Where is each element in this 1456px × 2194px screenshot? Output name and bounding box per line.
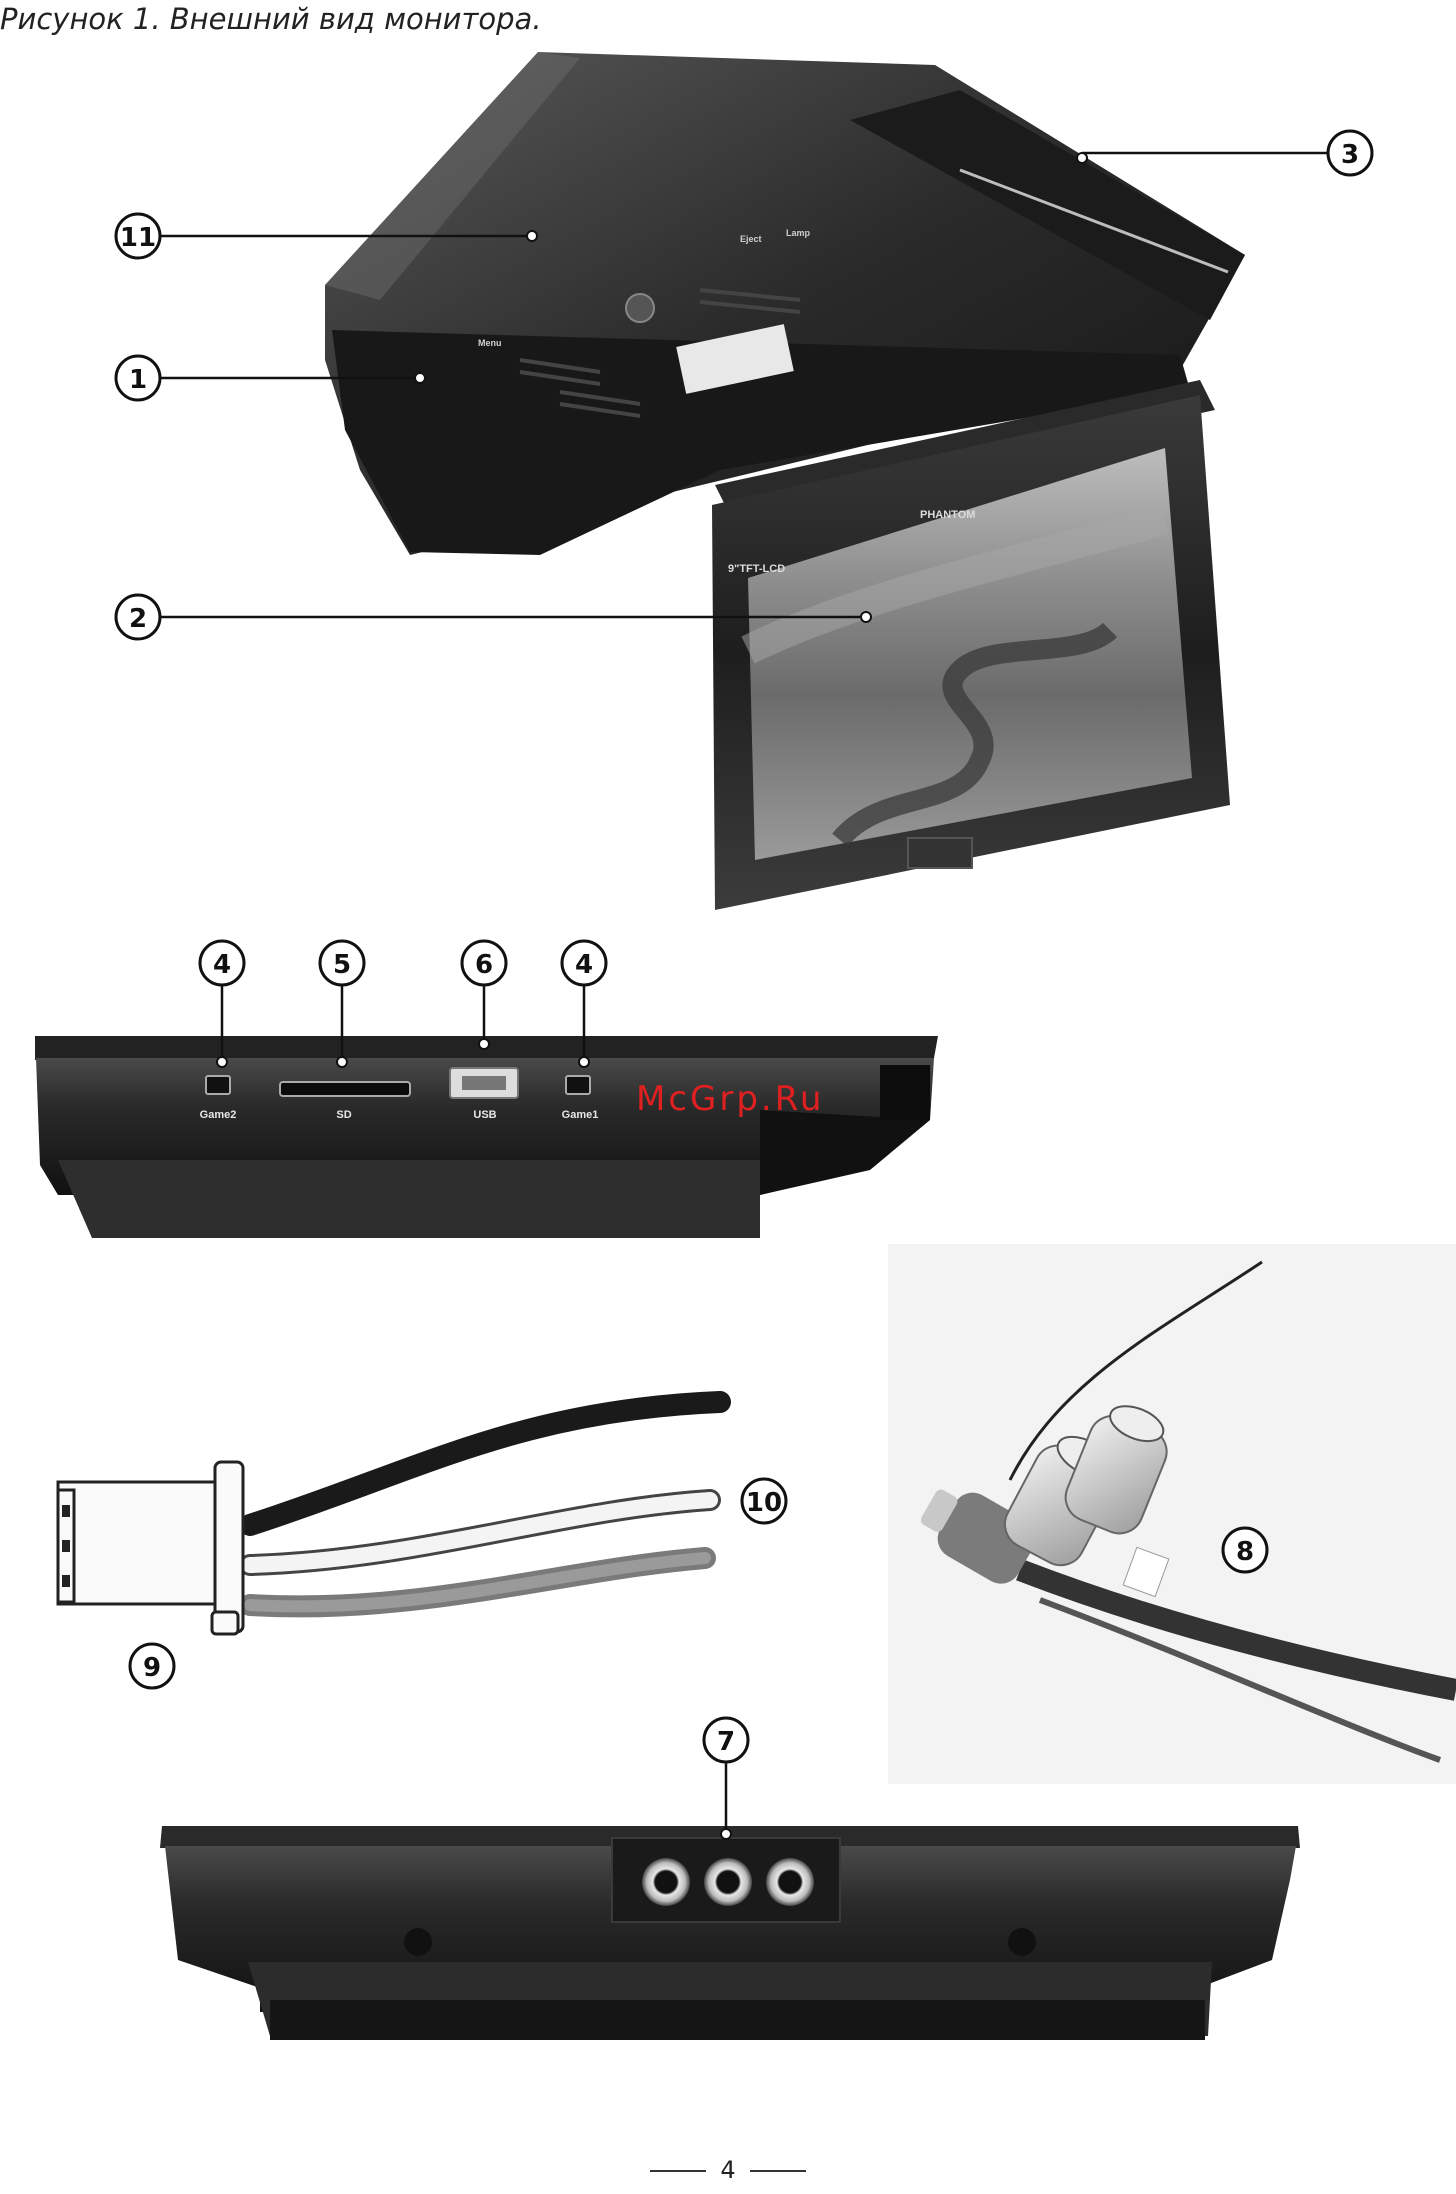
callout-6: 6: [462, 941, 506, 1049]
footer-dash-right: [750, 2170, 806, 2172]
callout-label-4b: 4: [575, 950, 593, 980]
port-label-game2: Game2: [200, 1109, 237, 1121]
rca-cable-photo: [888, 1244, 1456, 1784]
callout-8: 8: [1223, 1528, 1267, 1572]
brand-logo-text: PHANTOM: [920, 509, 975, 521]
callout-label-10: 10: [746, 1488, 782, 1518]
button-label-eject: Eject: [740, 234, 762, 244]
page-number: 4: [720, 2156, 735, 2184]
button-label-menu: Menu: [478, 338, 502, 348]
screen-size-label: 9"TFT-LCD: [728, 563, 785, 575]
callout-label-6: 6: [475, 950, 493, 980]
callout-label-4a: 4: [213, 950, 231, 980]
callout-label-5: 5: [333, 950, 351, 980]
button-label-lamp: Lamp: [786, 228, 811, 238]
callout-label-8: 8: [1236, 1537, 1254, 1567]
callout-7: 7: [704, 1718, 748, 1839]
callout-label-9: 9: [143, 1653, 161, 1683]
callout-label-2: 2: [129, 604, 147, 634]
callout-label-1: 1: [129, 365, 147, 395]
callout-3: 3: [1077, 131, 1372, 175]
port-label-sd: SD: [336, 1109, 351, 1121]
port-label-game1: Game1: [562, 1109, 599, 1121]
callout-9: 9: [130, 1644, 174, 1688]
callout-10: 10: [742, 1479, 786, 1523]
callout-label-11: 11: [120, 223, 156, 253]
power-connector-figure: [58, 1402, 720, 1634]
callout-label-3: 3: [1341, 140, 1359, 170]
footer-dash-left: [650, 2170, 706, 2172]
watermark-text: McGrp.Ru: [636, 1079, 824, 1119]
port-label-usb: USB: [473, 1109, 496, 1121]
monitor-side-view: Game2 SD USB Game1 McGrp.Ru: [35, 1036, 938, 1238]
monitor-main-view: Eject Lamp Menu PHANTOM 9"TFT-LCD: [325, 52, 1245, 910]
callout-label-7: 7: [717, 1727, 735, 1757]
monitor-rear-view: [160, 1826, 1300, 2040]
page-footer: 4: [0, 2156, 1456, 2184]
